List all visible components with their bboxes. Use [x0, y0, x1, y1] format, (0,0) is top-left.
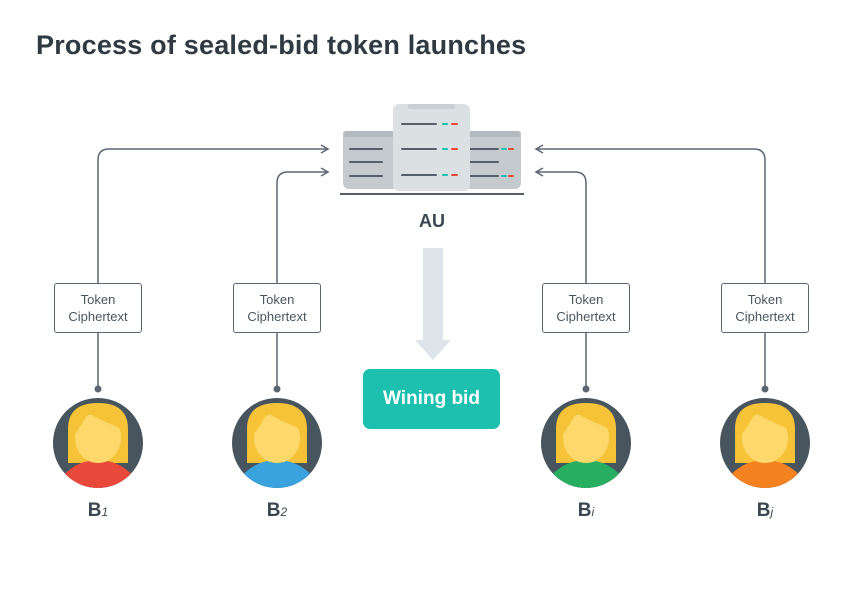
winning-bid-box: Wining bid [363, 369, 500, 429]
server-icon [340, 104, 524, 195]
ciphertext-line1: Token [747, 292, 783, 307]
down-arrow-icon [415, 248, 451, 360]
bidder-label-b1: B1 [87, 500, 109, 521]
ciphertext-box-bi: Token Ciphertext [542, 283, 630, 333]
ciphertext-line1: Token [568, 292, 604, 307]
person-avatar-icon [720, 398, 810, 488]
ciphertext-line2: Ciphertext [735, 309, 795, 324]
ciphertext-line2: Ciphertext [68, 309, 128, 324]
bidder-label-b2: B2 [266, 500, 288, 521]
ciphertext-line2: Ciphertext [556, 309, 616, 324]
ciphertext-box-b2: Token Ciphertext [233, 283, 321, 333]
ciphertext-box-bj: Token Ciphertext [721, 283, 809, 333]
bidder-label-bj: Bj [756, 500, 774, 521]
connector-lines [97, 144, 766, 388]
person-avatar-icon [232, 398, 322, 488]
ciphertext-box-b1: Token Ciphertext [54, 283, 142, 333]
person-avatar-icon [53, 398, 143, 488]
auctioneer-label: AU [419, 211, 445, 231]
person-avatar-icon [541, 398, 631, 488]
ciphertext-line1: Token [80, 292, 116, 307]
ciphertext-line1: Token [259, 292, 295, 307]
bidder-label-bi: Bi [577, 500, 595, 521]
ciphertext-line2: Ciphertext [247, 309, 307, 324]
page-title: Process of sealed-bid token launches [36, 30, 527, 60]
